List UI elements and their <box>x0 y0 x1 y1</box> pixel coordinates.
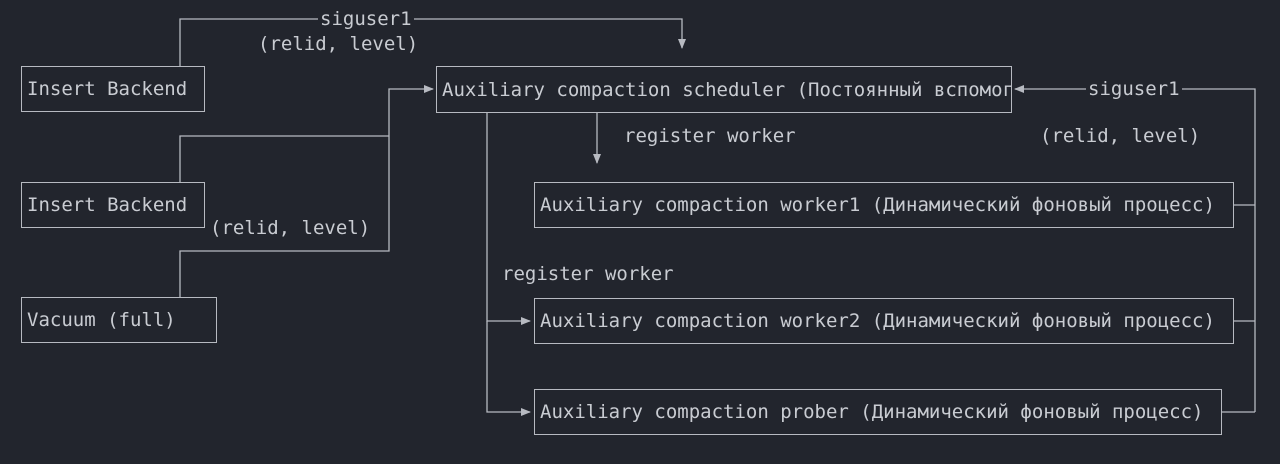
top-args-label: (relid, level) <box>258 33 419 55</box>
prober-node: Auxiliary compaction prober (Динамически… <box>534 389 1222 435</box>
vacuum-full-node: Vacuum (full) <box>21 297 217 343</box>
worker1-node: Auxiliary compaction worker1 (Динамическ… <box>534 182 1234 228</box>
top-signal-label: siguser1 <box>318 8 414 30</box>
insert-backend-node-1: Insert Backend <box>21 66 205 112</box>
edge-scheduler-to-prober <box>486 321 531 416</box>
right-signal-label: siguser1 <box>1086 78 1182 100</box>
edge-scheduler-to-worker2 <box>486 113 531 325</box>
edge-vacuum-to-scheduler <box>179 85 434 297</box>
edge-insert2-to-scheduler <box>179 135 389 182</box>
edge-insert1-to-scheduler <box>179 18 686 66</box>
register-worker-label-2: register worker <box>502 263 674 285</box>
insert-backend-node-2: Insert Backend <box>21 182 205 228</box>
worker2-node: Auxiliary compaction worker2 (Динамическ… <box>534 298 1234 344</box>
left-args-label: (relid, level) <box>210 217 371 239</box>
scheduler-node: Auxiliary compaction scheduler (Постоянн… <box>436 66 1012 113</box>
right-args-label: (relid, level) <box>1040 125 1201 147</box>
register-worker-label-1: register worker <box>624 125 796 147</box>
